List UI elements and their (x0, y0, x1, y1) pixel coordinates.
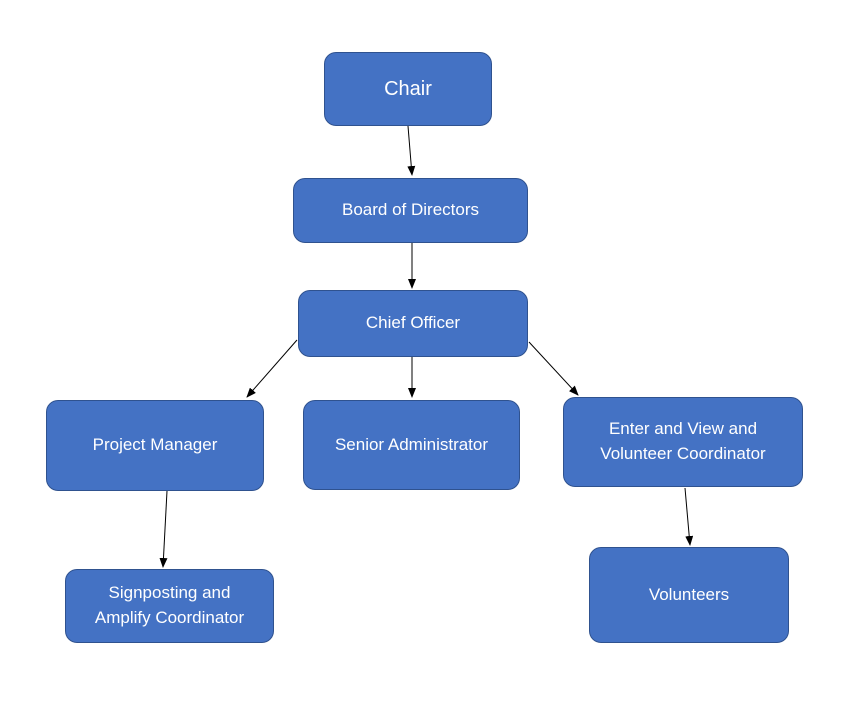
connector-enter-view-volunteers (684, 487, 694, 546)
node-senior-administrator: Senior Administrator (303, 400, 520, 490)
node-volunteers-label: Volunteers (648, 584, 730, 604)
node-signposting-label: Signposting and Amplify Coordinator (94, 583, 245, 627)
node-signposting: Signposting and Amplify Coordinator (65, 569, 274, 643)
node-board-of-directors: Board of Directors (293, 178, 528, 243)
connector-project-manager-signposting (159, 490, 168, 568)
connector-chair-board (407, 125, 416, 176)
connector-chief-enter-view (528, 341, 579, 396)
node-project-manager-label: Project Manager (92, 435, 218, 455)
node-chair: Chair (324, 52, 492, 126)
node-chair-label: Chair (384, 77, 432, 100)
connector-chief-project-manager (246, 339, 298, 398)
node-project-manager: Project Manager (46, 400, 264, 491)
node-board-of-directors-label: Board of Directors (342, 200, 479, 220)
node-chief-officer: Chief Officer (298, 290, 528, 357)
node-senior-administrator-label: Senior Administrator (334, 434, 489, 454)
node-volunteers: Volunteers (589, 547, 789, 643)
node-chief-officer-label: Chief Officer (365, 313, 461, 333)
node-enter-and-view-label: Enter and View and Volunteer Coordinator (600, 419, 766, 463)
node-enter-and-view: Enter and View and Volunteer Coordinator (563, 397, 803, 487)
